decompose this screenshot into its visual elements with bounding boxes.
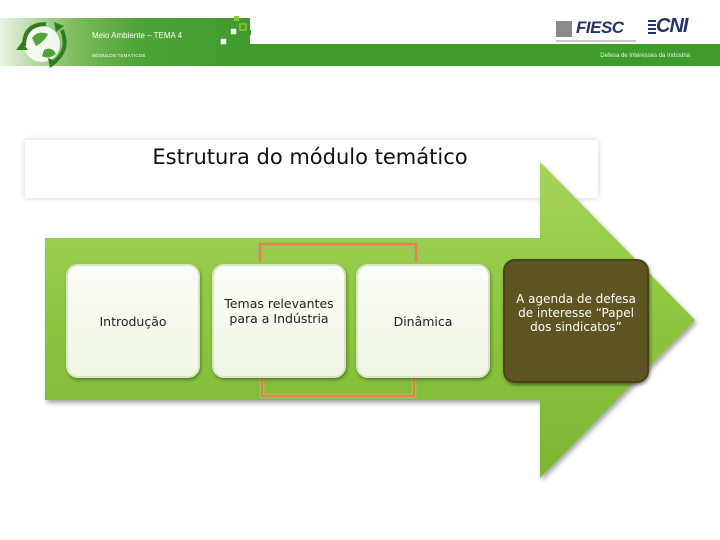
fiesc-logo-text: FIESC [576,18,624,37]
top-connector-line-accent [259,243,417,262]
step-label: Temas relevantes para a Indústria [224,296,334,326]
step-label: Introdução [99,313,167,329]
cni-logo-text: CNI [656,15,688,37]
cni-logo: CNI [648,15,708,40]
header-subtitle: MÓDULOS TEMÁTICOS [92,53,146,58]
bottom-connector-line-accent [261,378,415,397]
title-box [25,140,598,198]
slide-title: Estrutura do módulo temático [152,145,468,169]
slide-header: Meio Ambiente – TEMA 4 MÓDULOS TEMÁTICOS… [0,0,720,82]
fiesc-emblem-icon [556,21,572,37]
header-tagline: Defesa de Interesses da Indústria [600,53,690,59]
fiesc-logo-underline [556,40,636,42]
step-label: A agenda de defesa de interesse “Papel d… [516,292,636,334]
header-title: Meio Ambiente – TEMA 4 [92,31,183,40]
recycle-globe-icon [16,22,67,68]
fiesc-logo: FIESC [556,18,638,42]
step-label: Dinâmica [393,313,453,329]
pixel-decoration-icon [219,16,251,46]
step-box-agenda-defesa: A agenda de defesa de interesse “Papel d… [503,259,649,383]
step-box-dinamica: Dinâmica [356,264,490,378]
step-box-temas-relevantes: Temas relevantes para a Indústria [212,264,346,378]
step-box-introducao: Introdução [66,264,200,378]
cni-emblem-icon [648,20,656,36]
